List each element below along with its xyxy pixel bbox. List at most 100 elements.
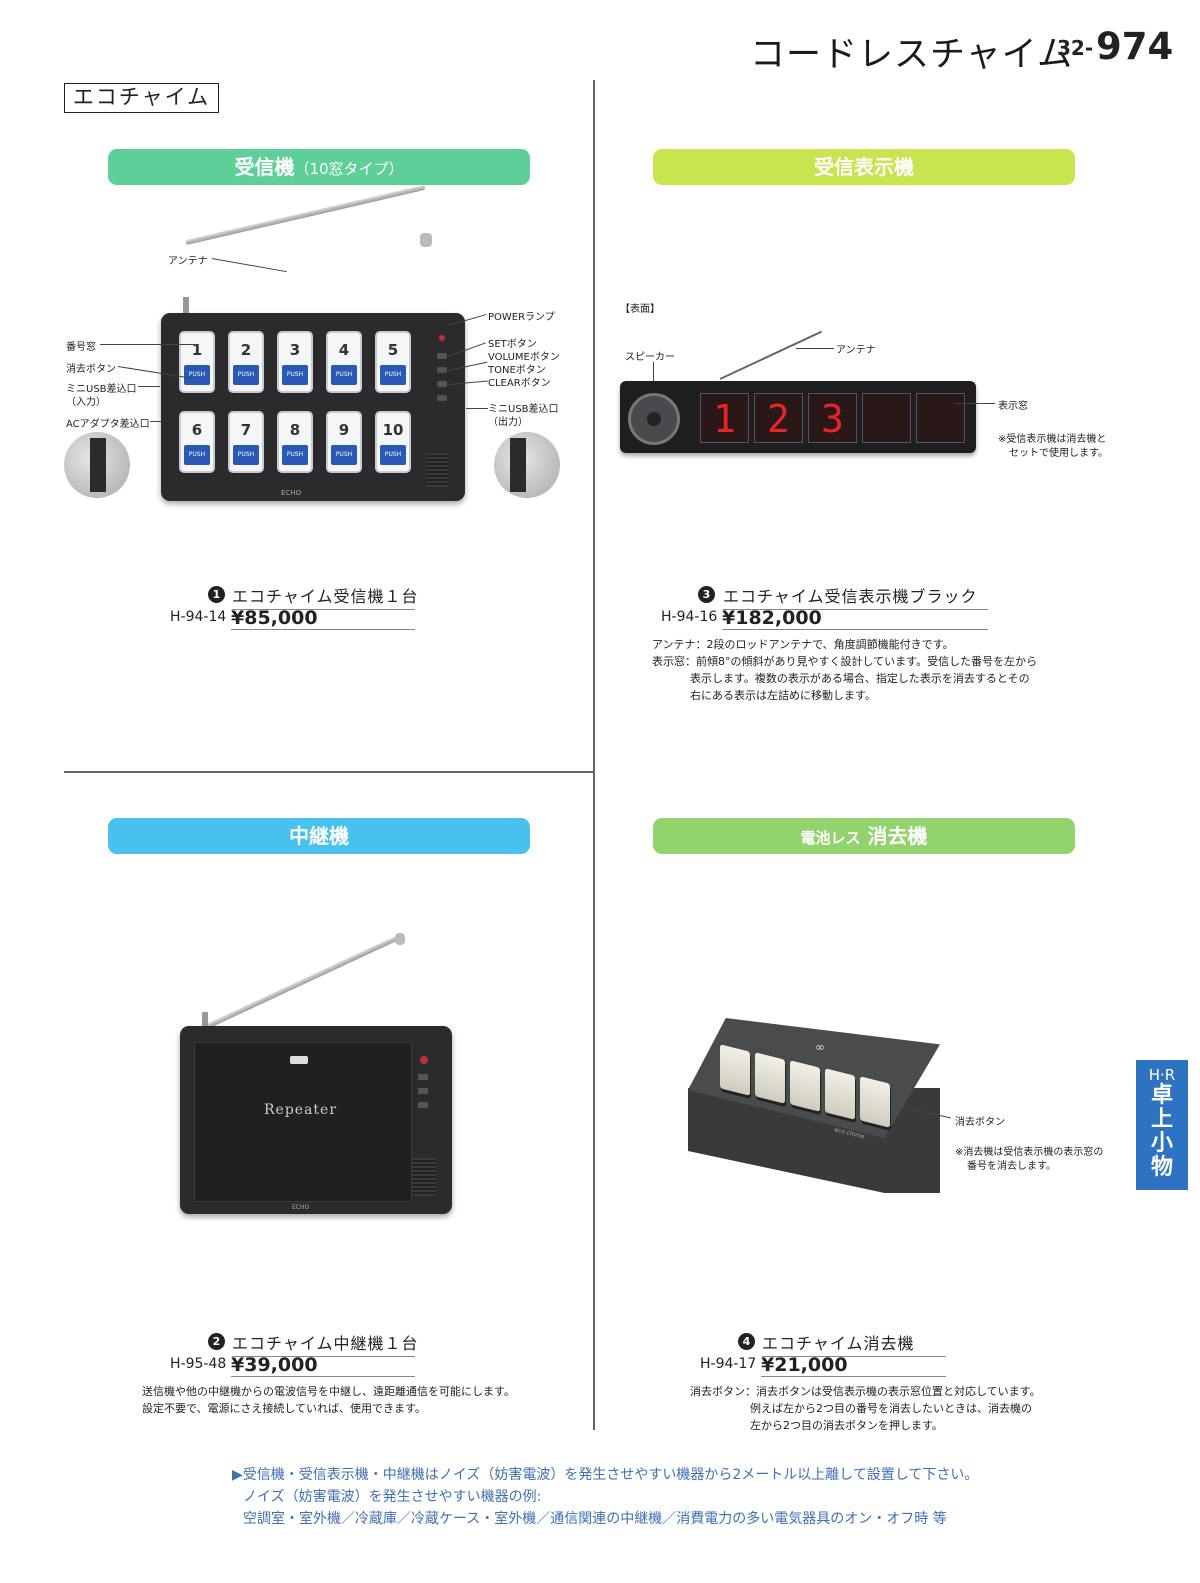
footer-note: ノイズ（妨害電波）を発生させやすい機器の例: <box>243 1489 542 1505</box>
key-number: 2 <box>240 341 252 359</box>
product-number: 3 <box>698 586 715 603</box>
section-title: 受信表示機 <box>814 155 914 179</box>
section-bar-receiver: 受信機（10窓タイプ） <box>108 149 530 185</box>
section-title: 消去機 <box>867 824 928 848</box>
power-lamp-image <box>439 335 445 341</box>
product-name: エコチャイム消去機 <box>762 1330 946 1357</box>
display-window: 2 <box>754 393 803 443</box>
product-price: ¥21,000 <box>761 1354 946 1377</box>
erase-key <box>755 1052 785 1104</box>
speaker-grille-image <box>426 453 448 487</box>
description-line: 送信機や他の中継機からの電波信号を中継し、遠距離通信を可能にします。 <box>142 1385 515 1398</box>
key-number: 5 <box>387 341 399 359</box>
erase-key <box>790 1060 820 1112</box>
product-code: H-95-48 <box>170 1356 227 1372</box>
push-label: PUSH <box>233 365 259 385</box>
eraser-note-1: ※消去機は受信表示機の表示窓の <box>955 1147 1104 1158</box>
description-line: 右にある表示は左詰めに移動します。 <box>690 689 876 702</box>
push-label: PUSH <box>184 365 210 385</box>
key-number: 3 <box>289 341 301 359</box>
receiver-antenna-image <box>185 184 426 245</box>
repeater-antenna-image <box>203 936 397 1030</box>
category-side-tab[interactable]: H·R 卓上小物 <box>1136 1060 1188 1190</box>
series-label: エコチャイム <box>64 83 219 113</box>
section-title: 中継機 <box>289 824 349 848</box>
display-window: 1 <box>700 393 749 443</box>
label-power-lamp: POWERランプ <box>488 312 555 323</box>
key-number: 10 <box>382 421 404 439</box>
product-price: ¥85,000 <box>231 607 415 630</box>
key-number: 6 <box>191 421 203 439</box>
footer-note: 空調室・室外機／冷蔵庫／冷蔵ケース・室外機／通信関連の中継機／消費電力の多い電気… <box>243 1511 947 1527</box>
display-antenna-image <box>719 330 822 380</box>
key-number: 1 <box>191 341 203 359</box>
push-label: PUSH <box>282 365 308 385</box>
label-antenna: アンテナ <box>168 256 208 267</box>
display-note-1: ※受信表示機は消去機と <box>998 434 1107 445</box>
antenna-tip-image <box>420 233 432 247</box>
erase-key <box>860 1076 890 1128</box>
clear-button-image <box>437 395 447 401</box>
label-display-antenna: アンテナ <box>836 345 876 356</box>
section-subtitle: （10窓タイプ） <box>294 160 404 178</box>
product-number: 2 <box>208 1333 225 1350</box>
product-name: エコチャイム中継機１台 <box>232 1330 418 1357</box>
horizontal-divider <box>64 771 593 773</box>
label-erase-button: 消去ボタン <box>66 364 116 375</box>
section-bar-repeater: 中継機 <box>108 818 530 854</box>
label-speaker: スピーカー <box>625 352 675 363</box>
label-mini-usb-out-note: （出力） <box>488 417 528 428</box>
label-eraser-button: 消去ボタン <box>955 1117 1005 1128</box>
label-mini-usb-in-note: （入力） <box>66 397 106 408</box>
description-line: 設定不要で、電源にさえ接続していれば、使用できます。 <box>142 1402 426 1415</box>
section-bar-eraser: 電池レス 消去機 <box>653 818 1075 854</box>
label-mini-usb-out: ミニUSB差込口 <box>488 404 559 415</box>
section-title: 受信機 <box>234 155 295 179</box>
erase-key <box>825 1068 855 1120</box>
footer-note: ▶受信機・受信表示機・中継機はノイズ（妨害電波）を発生させやすい機器から2メート… <box>232 1467 979 1483</box>
eraser-device-image: ∞ eco chime <box>688 1018 940 1193</box>
page-prefix: 32- <box>1057 36 1094 60</box>
label-mini-usb-in: ミニUSB差込口 <box>66 384 137 395</box>
section-bar-display: 受信表示機 <box>653 149 1075 185</box>
display-window: 3 <box>808 393 857 443</box>
antenna-tip-image <box>395 933 405 945</box>
product-name: エコチャイム受信表示機ブラック <box>723 583 988 610</box>
infinity-logo-icon: ∞ <box>815 1040 825 1054</box>
description-line: 消去ボタン：消去ボタンは受信表示機の表示窓位置と対応しています。 <box>690 1385 1041 1398</box>
label-clear-button: CLEARボタン <box>488 378 551 389</box>
product-code: H-94-17 <box>700 1356 757 1372</box>
push-label: PUSH <box>184 445 210 465</box>
product-code: H-94-14 <box>170 609 227 625</box>
tone-button-image <box>437 381 447 387</box>
push-label: PUSH <box>331 445 357 465</box>
antenna-base-image <box>202 1012 208 1028</box>
product-number: 1 <box>208 586 225 603</box>
label-tone-button: TONEボタン <box>488 365 546 376</box>
product-price: ¥39,000 <box>231 1354 415 1377</box>
description-line: アンテナ：2段のロッドアンテナで、角度調節機能付きです。 <box>652 638 954 651</box>
push-label: PUSH <box>331 365 357 385</box>
display-window <box>916 393 965 443</box>
erase-key <box>720 1044 750 1096</box>
label-volume-button: VOLUMEボタン <box>488 352 560 363</box>
push-label: PUSH <box>380 445 406 465</box>
key-number: 7 <box>240 421 252 439</box>
vertical-divider <box>593 80 595 1430</box>
product-number: 4 <box>738 1333 755 1350</box>
product-price: ¥182,000 <box>722 607 988 630</box>
eraser-note-2: 番号を消去します。 <box>967 1161 1056 1172</box>
key-number: 4 <box>338 341 350 359</box>
